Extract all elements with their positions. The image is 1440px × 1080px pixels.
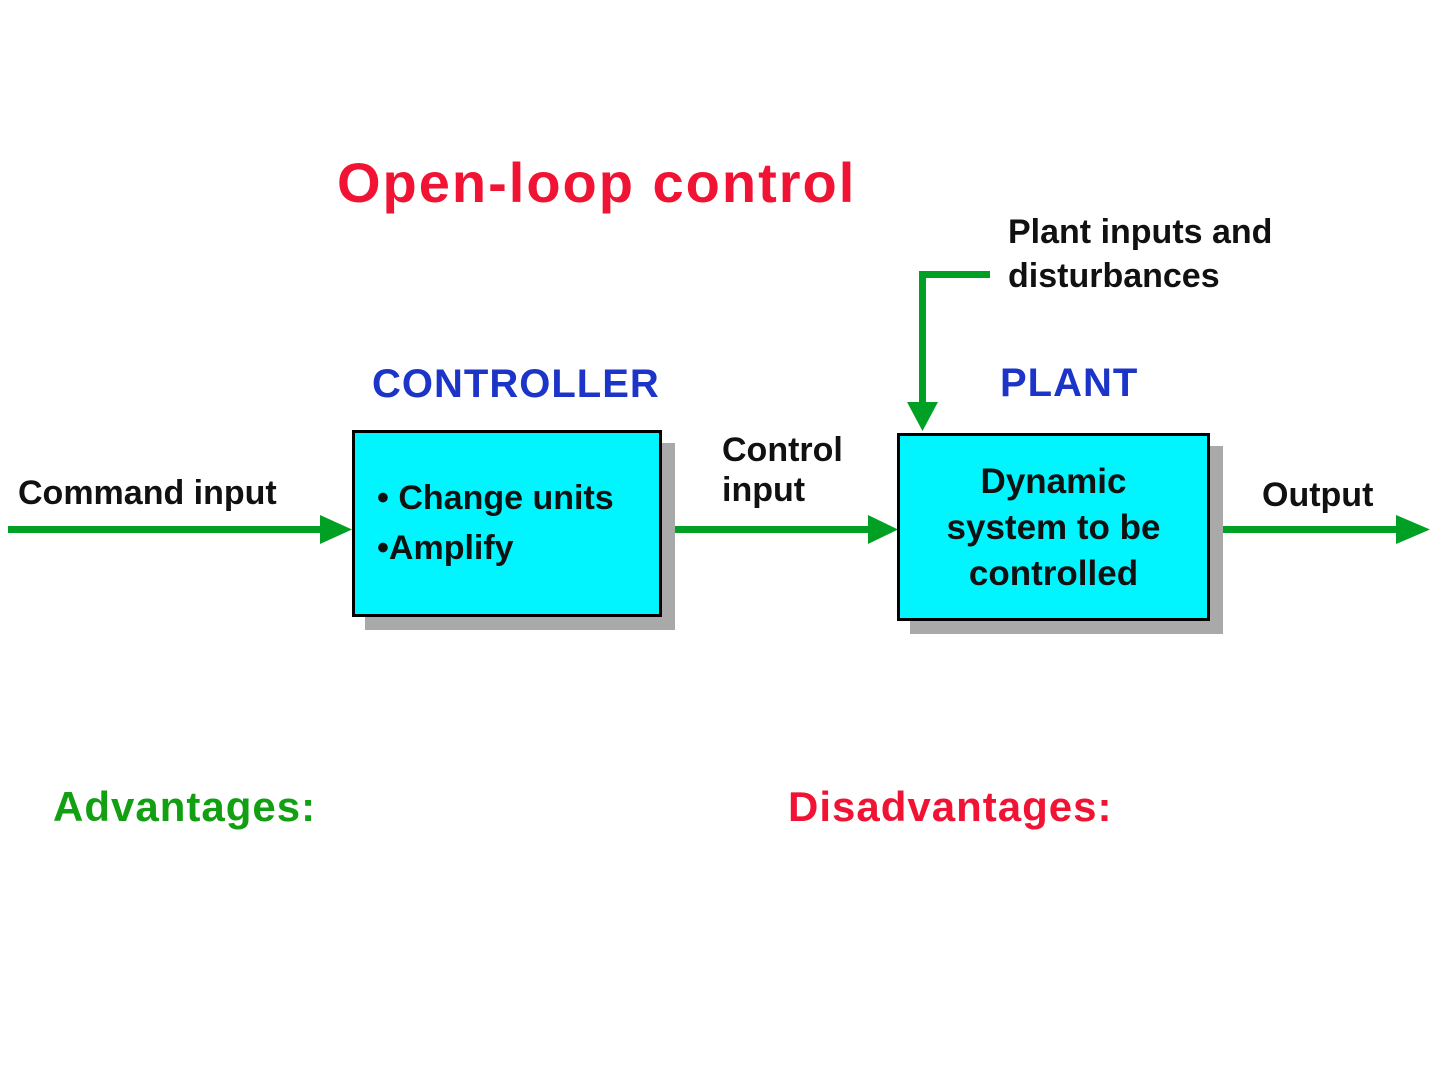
disturbance-label: Plant inputs and disturbances xyxy=(1008,210,1272,298)
controller-bullet-2: •Amplify xyxy=(377,529,514,567)
control-arrow-head xyxy=(868,515,898,544)
plant-heading: PLANT xyxy=(1000,361,1139,405)
control-input-label-line1: Control xyxy=(722,431,843,469)
control-input-label: Control input xyxy=(722,430,843,510)
disturbance-arrow-head xyxy=(907,402,938,431)
plant-box: Dynamic system to be controlled xyxy=(897,433,1210,621)
slide-title: Open-loop control xyxy=(337,151,857,214)
command-input-label: Command input xyxy=(18,474,277,512)
output-label: Output xyxy=(1262,476,1374,514)
disadvantages-heading: Disadvantages: xyxy=(788,783,1113,830)
disturbance-label-line2: disturbances xyxy=(1008,257,1220,295)
plant-text-line2: system to be xyxy=(946,508,1161,547)
disturbance-label-line1: Plant inputs and xyxy=(1008,213,1273,251)
disturbance-arrow-elbow xyxy=(919,271,990,404)
controller-bullet-1: • Change units xyxy=(377,479,614,517)
output-arrow-head xyxy=(1396,515,1430,544)
advantages-heading: Advantages: xyxy=(53,783,317,830)
command-arrow-head xyxy=(320,515,352,544)
controller-box: • Change units •Amplify xyxy=(352,430,662,617)
control-input-label-line2: input xyxy=(722,471,806,509)
plant-text-line1: Dynamic xyxy=(980,462,1127,501)
plant-text-line3: controlled xyxy=(968,554,1139,593)
controller-heading: CONTROLLER xyxy=(372,362,660,406)
